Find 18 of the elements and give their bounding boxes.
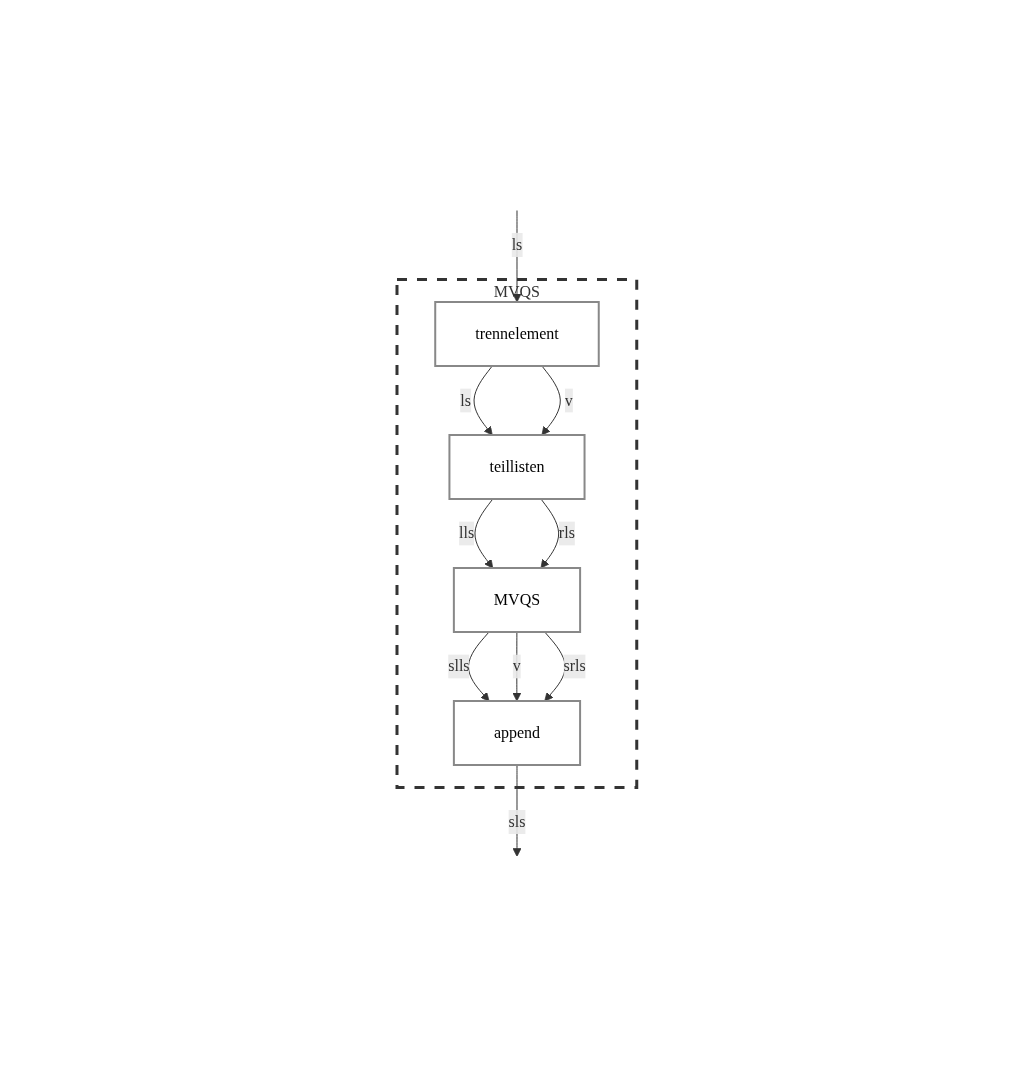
- arrow: [474, 498, 494, 569]
- edge-label: srls: [563, 657, 586, 675]
- edge-label: rls: [559, 524, 575, 542]
- edge-label: sls: [508, 813, 526, 830]
- node-box: append: [453, 700, 582, 766]
- arrow: [541, 365, 561, 436]
- arrow: [512, 631, 522, 702]
- arrow: [473, 365, 493, 436]
- arrow: [512, 210, 522, 303]
- node-box: teillisten: [448, 434, 586, 500]
- edge-label: ls: [511, 236, 523, 253]
- edge-label: slls: [448, 657, 470, 675]
- edge-label: v: [565, 391, 573, 409]
- edge-label: v: [512, 657, 521, 675]
- node-box: MVQS: [453, 567, 582, 633]
- edge-label: ls: [460, 391, 472, 409]
- node-box: trennelement: [434, 301, 600, 367]
- edge-label: lls: [459, 524, 475, 542]
